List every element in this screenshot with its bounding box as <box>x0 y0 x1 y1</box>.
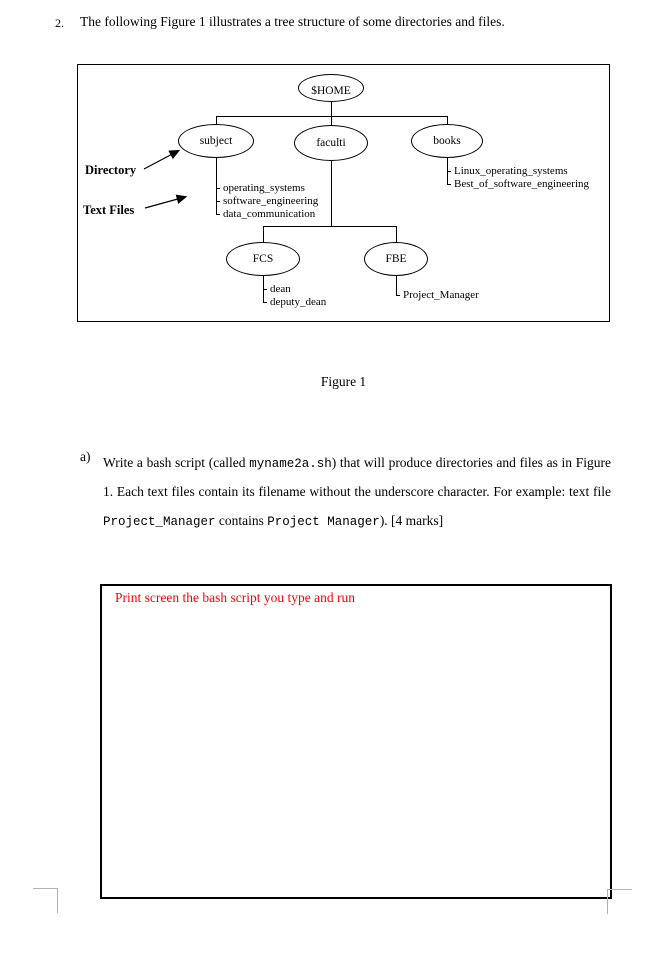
page-margin-mark-right <box>607 889 632 914</box>
connector-line <box>331 161 332 226</box>
question-a-code-content: Project Manager <box>267 514 380 529</box>
file-item: Linux_operating_systems <box>446 165 589 178</box>
question-a-seg3: contains <box>215 512 268 528</box>
node-faculti-label: faculti <box>316 137 346 149</box>
file-item: software_engineering <box>215 195 319 207</box>
file-item: data_communication <box>215 208 318 221</box>
node-faculti: faculti <box>294 125 368 161</box>
directory-arrow <box>143 149 181 170</box>
question-a-seg2: ) that will produce directories and file… <box>103 455 611 500</box>
file-item: deputy_dean <box>262 296 327 308</box>
answer-box: Print screen the bash script you type an… <box>100 584 612 899</box>
connector-line <box>216 116 217 125</box>
question-a-seg4: ). [4 marks] <box>379 512 444 528</box>
page-margin-mark-left <box>33 888 58 913</box>
figure-caption: Figure 1 <box>320 374 367 389</box>
file-item: dean <box>262 283 326 296</box>
text-files-arrow <box>144 194 188 209</box>
fbe-file-list: Project_Manager <box>396 289 479 302</box>
question-a-code-file: Project_Manager <box>103 514 216 529</box>
node-books: books <box>411 124 483 158</box>
connector-line <box>396 276 397 296</box>
connector-line <box>447 116 448 125</box>
question-a-code-filename: myname2a.sh <box>249 457 332 471</box>
books-file-list: Linux_operating_systems Best_of_software… <box>446 165 590 191</box>
node-books-label: books <box>433 135 461 147</box>
connector-line <box>396 226 397 242</box>
question-a-label: a) <box>80 449 91 464</box>
connector-line <box>263 226 264 242</box>
node-fbe-label: FBE <box>385 253 407 265</box>
node-root: $HOME <box>298 74 364 102</box>
node-root-label: $HOME <box>311 84 351 95</box>
fcs-file-list: dean deputy_dean <box>262 283 327 309</box>
node-fbe: FBE <box>364 242 428 276</box>
node-fcs-label: FCS <box>252 253 274 265</box>
question-a-seg1: Write a bash script (called <box>103 455 250 470</box>
answer-instruction: Print screen the bash script you type an… <box>115 590 355 605</box>
node-fcs: FCS <box>226 242 300 276</box>
subject-file-list: operating_systems software_engineering d… <box>215 182 319 221</box>
directory-label: Directory <box>85 163 137 177</box>
file-item: Best_of_software_engineering <box>446 178 590 190</box>
file-item: Project_Manager <box>396 289 479 301</box>
figure-frame: $HOME subject faculti books FCS FBE oper… <box>77 64 610 322</box>
annotation-arrows <box>143 149 188 209</box>
item-number: 2. <box>55 16 64 30</box>
node-subject-label: subject <box>199 135 233 147</box>
page-heading: The following Figure 1 illustrates a tre… <box>80 14 505 29</box>
text-files-label: Text Files <box>83 204 135 214</box>
connector-line <box>331 116 332 126</box>
connector-line <box>216 158 217 215</box>
question-a-text: Write a bash script (called myname2a.sh)… <box>103 449 611 536</box>
node-subject: subject <box>178 124 254 158</box>
file-item: operating_systems <box>215 182 318 195</box>
connector-line <box>331 102 332 116</box>
connector-line <box>263 226 396 227</box>
